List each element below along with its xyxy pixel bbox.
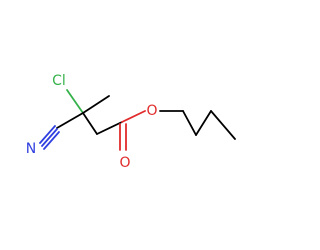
nitrile-bond-bottom [43, 131, 60, 150]
ester-oxygen-label: O [146, 103, 157, 119]
nitrile-bond-middle [41, 128, 58, 147]
nitrogen-label: N [26, 141, 36, 157]
methyl-bond [82, 95, 110, 114]
quaternary-to-methylene-bond [82, 112, 98, 135]
nitrile-bond-top [39, 125, 56, 144]
molecule-diagram: Cl N O O [26, 73, 236, 171]
carbonyl-oxygen-label: O [119, 155, 130, 171]
butyl-bond-3 [210, 110, 236, 140]
structure-canvas: Cl N O O [25, 73, 236, 171]
butyl-bond-1 [182, 110, 197, 136]
quaternary-to-nitrile-bond [56, 112, 84, 129]
butyl-bond-2 [195, 110, 212, 136]
chlorine-label: Cl [52, 73, 66, 89]
carbonyl-to-ester-oxygen-bond [121, 110, 146, 123]
chlorine-carbon-bond [66, 89, 84, 114]
methylene-to-carbonyl-bond [96, 121, 123, 135]
